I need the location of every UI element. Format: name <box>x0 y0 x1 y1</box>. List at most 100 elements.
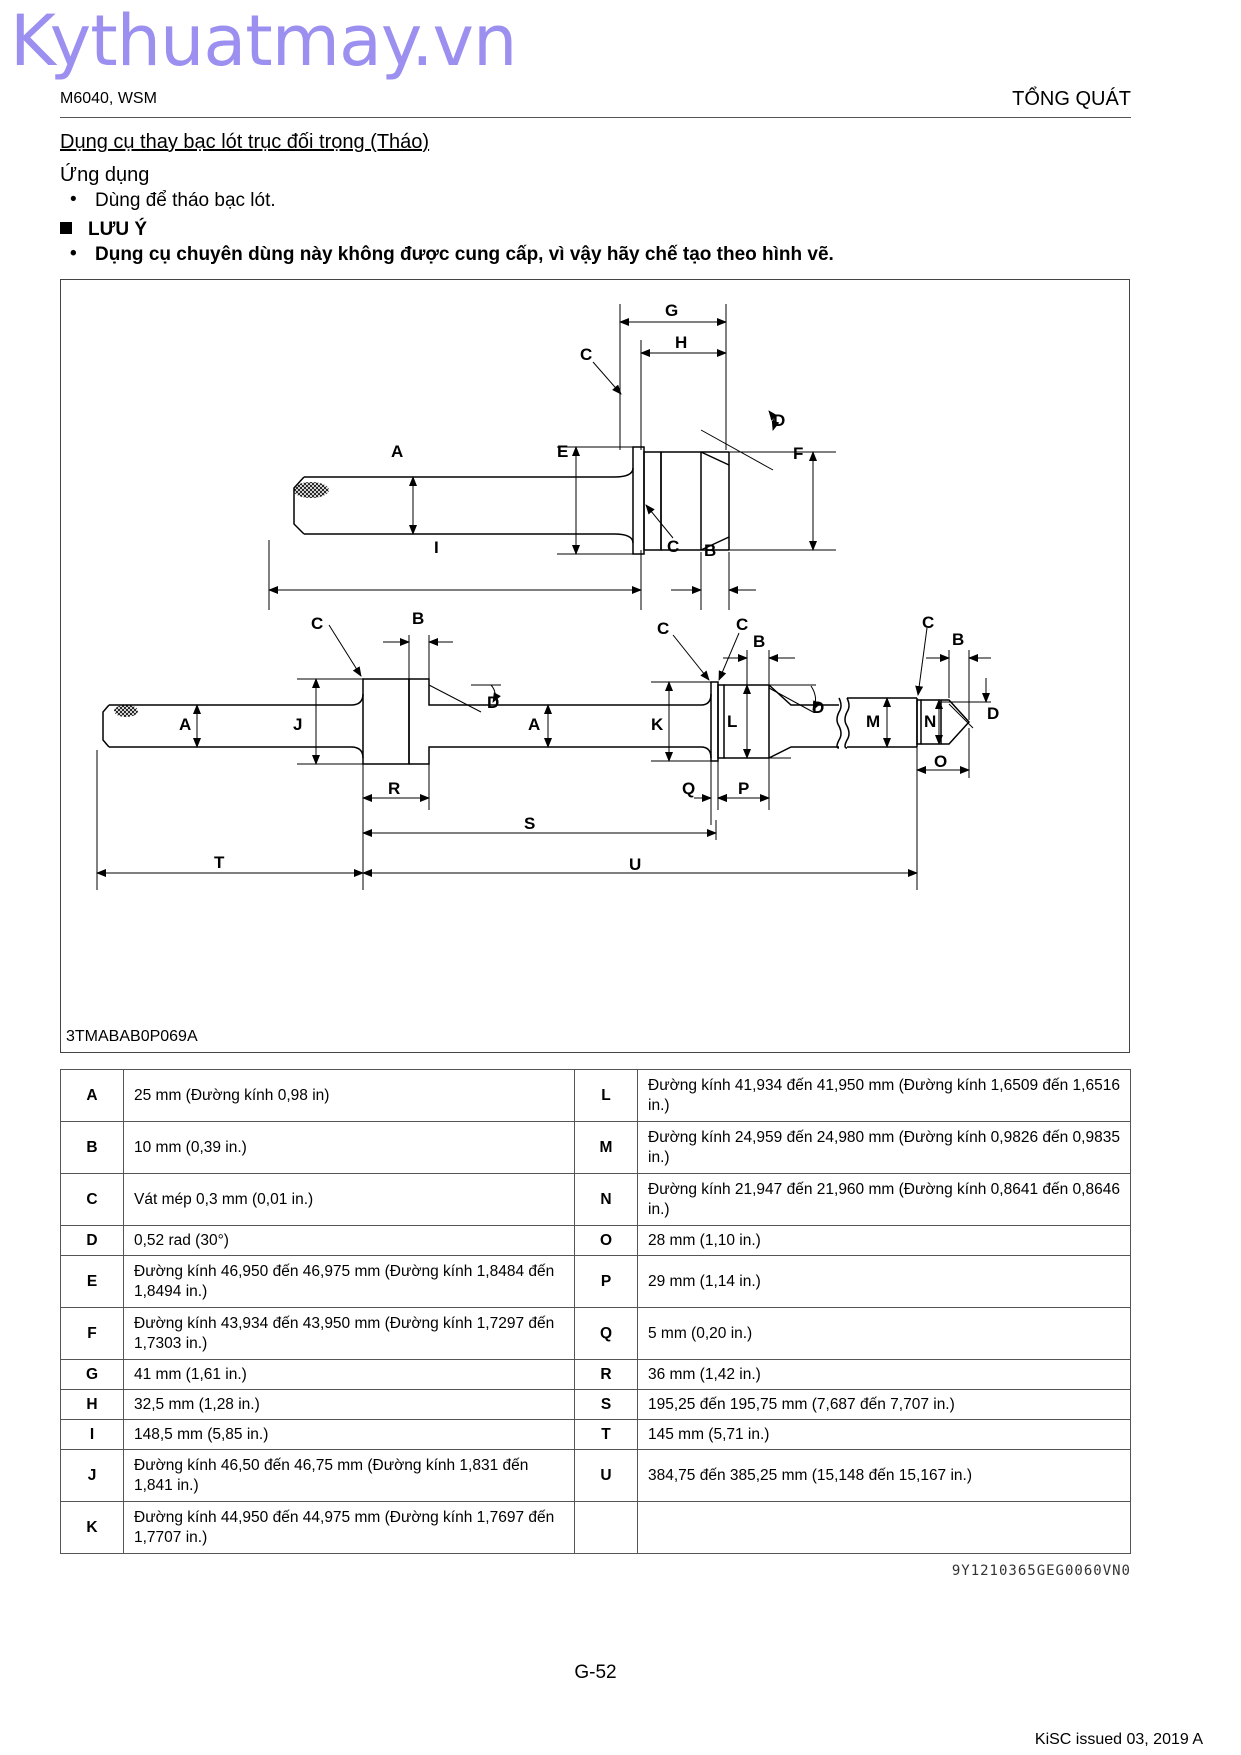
label-c: C <box>580 345 592 364</box>
label-m: M <box>866 712 880 731</box>
label-e: E <box>557 442 568 461</box>
label-g: G <box>665 301 678 320</box>
spec-key: E <box>60 1255 124 1308</box>
label-h: H <box>675 333 687 352</box>
spec-key: D <box>60 1225 124 1256</box>
spec-value: Đường kính 43,934 đến 43,950 mm (Đường k… <box>123 1307 575 1360</box>
label-f: F <box>793 444 803 463</box>
label-q: Q <box>682 779 695 798</box>
bullet-icon: • <box>70 189 77 210</box>
note-text: Dụng cụ chuyên dùng này không được cung … <box>95 244 834 265</box>
note-bullet: • Dụng cụ chuyên dùng này không được cun… <box>70 243 834 266</box>
figure-id: 3TMABAB0P069A <box>66 1028 198 1045</box>
spec-value: 148,5 mm (5,85 in.) <box>123 1419 575 1450</box>
spec-table: A 25 mm (Đường kính 0,98 in) L Đường kín… <box>60 1069 1131 1554</box>
label-b: B <box>952 630 964 649</box>
spec-key <box>574 1501 638 1554</box>
table-row: D 0,52 rad (30°) O 28 mm (1,10 in.) <box>60 1225 1131 1256</box>
label-d: D <box>773 411 785 430</box>
upper-shaft-chamfer <box>293 476 305 535</box>
page-number: G-52 <box>574 1662 617 1683</box>
label-u: U <box>629 855 641 874</box>
label-i: I <box>434 538 439 557</box>
spec-value: 195,25 đến 195,75 mm (7,687 đến 7,707 in… <box>637 1389 1131 1420</box>
spec-value: Vát mép 0,3 mm (0,01 in.) <box>123 1173 575 1226</box>
table-row: C Vát mép 0,3 mm (0,01 in.) N Đường kính… <box>60 1173 1131 1226</box>
label-d: D <box>487 693 499 712</box>
label-s: S <box>524 814 535 833</box>
label-c: C <box>657 619 669 638</box>
label-l: L <box>727 712 737 731</box>
label-c: C <box>667 537 679 556</box>
spec-key: J <box>60 1449 124 1502</box>
spec-key: L <box>574 1069 638 1122</box>
spec-key: U <box>574 1449 638 1502</box>
label-b: B <box>704 541 716 560</box>
tool-drawing-figure: G H C D A E F I C B C B C C B C B D D D … <box>60 279 1130 1053</box>
label-o: O <box>934 752 947 771</box>
application-bullet: • Dùng để tháo bạc lót. <box>70 189 276 212</box>
issue-info: KiSC issued 03, 2019 A <box>1034 1731 1203 1748</box>
tool-drawing: G H C D A E F I C B C B C C B C B D D D … <box>96 301 999 890</box>
upper-collar <box>632 446 645 555</box>
label-a: A <box>179 715 191 734</box>
label-n: N <box>924 712 936 731</box>
label-a: A <box>528 715 540 734</box>
table-row: H 32,5 mm (1,28 in.) S 195,25 đến 195,75… <box>60 1389 1131 1420</box>
label-c: C <box>922 613 934 632</box>
table-row: E Đường kính 46,950 đến 46,975 mm (Đường… <box>60 1255 1131 1308</box>
spec-value: Đường kính 46,50 đến 46,75 mm (Đường kín… <box>123 1449 575 1502</box>
knurl-mark-lower <box>114 705 138 717</box>
spec-key: C <box>60 1173 124 1226</box>
label-b: B <box>753 632 765 651</box>
lower-shaft-chamfer <box>102 704 110 748</box>
spec-key: I <box>60 1419 124 1450</box>
lower-collar-j <box>362 678 410 765</box>
chapter-title: TỔNG QUÁT <box>1012 88 1131 110</box>
bullet-icon: • <box>70 243 77 264</box>
spec-value: 384,75 đến 385,25 mm (15,148 đến 15,167 … <box>637 1449 1131 1502</box>
spec-value: 25 mm (Đường kính 0,98 in) <box>123 1069 575 1122</box>
label-p: P <box>738 779 749 798</box>
label-t: T <box>214 853 225 872</box>
spec-key: K <box>60 1501 124 1554</box>
spec-value: 0,52 rad (30°) <box>123 1225 575 1256</box>
spec-value: 41 mm (1,61 in.) <box>123 1359 575 1390</box>
spec-key: N <box>574 1173 638 1226</box>
spec-key: P <box>574 1255 638 1308</box>
spec-value: 32,5 mm (1,28 in.) <box>123 1389 575 1420</box>
note-label: LƯU Ý <box>88 219 148 240</box>
application-heading: Ứng dụng <box>60 164 150 186</box>
spec-value: Đường kính 41,934 đến 41,950 mm (Đường k… <box>637 1069 1131 1122</box>
spec-key: F <box>60 1307 124 1360</box>
table-row: A 25 mm (Đường kính 0,98 in) L Đường kín… <box>60 1069 1131 1122</box>
table-row: J Đường kính 46,50 đến 46,75 mm (Đường k… <box>60 1449 1131 1502</box>
spec-key: O <box>574 1225 638 1256</box>
spec-value: 36 mm (1,42 in.) <box>637 1359 1131 1390</box>
spec-key: Q <box>574 1307 638 1360</box>
table-row: F Đường kính 43,934 đến 43,950 mm (Đường… <box>60 1307 1131 1360</box>
spec-key: R <box>574 1359 638 1390</box>
spec-key: A <box>60 1069 124 1122</box>
spec-value: Đường kính 24,959 đến 24,980 mm (Đường k… <box>637 1121 1131 1174</box>
table-row: K Đường kính 44,950 đến 44,975 mm (Đường… <box>60 1501 1131 1554</box>
manual-code: M6040, WSM <box>60 90 157 107</box>
spec-key: S <box>574 1389 638 1420</box>
label-c: C <box>736 615 748 634</box>
label-j: J <box>293 715 302 734</box>
square-icon <box>60 222 72 234</box>
spec-key: B <box>60 1121 124 1174</box>
spec-value: Đường kính 21,947 đến 21,960 mm (Đường k… <box>637 1173 1131 1226</box>
spec-value: 5 mm (0,20 in.) <box>637 1307 1131 1360</box>
note-heading: LƯU Ý <box>60 219 147 241</box>
spec-key: T <box>574 1419 638 1450</box>
table-row: B 10 mm (0,39 in.) M Đường kính 24,959 đ… <box>60 1121 1131 1174</box>
label-r: R <box>388 779 400 798</box>
header-rule <box>60 117 1131 118</box>
table-row: I 148,5 mm (5,85 in.) T 145 mm (5,71 in.… <box>60 1419 1131 1450</box>
section-title: Dụng cụ thay bạc lót trục đối trọng (Thá… <box>60 131 430 153</box>
table-row: G 41 mm (1,61 in.) R 36 mm (1,42 in.) <box>60 1359 1131 1390</box>
document-reference: 9Y1210365GEG0060VN0 <box>951 1563 1131 1579</box>
label-a: A <box>391 442 403 461</box>
spec-key: G <box>60 1359 124 1390</box>
